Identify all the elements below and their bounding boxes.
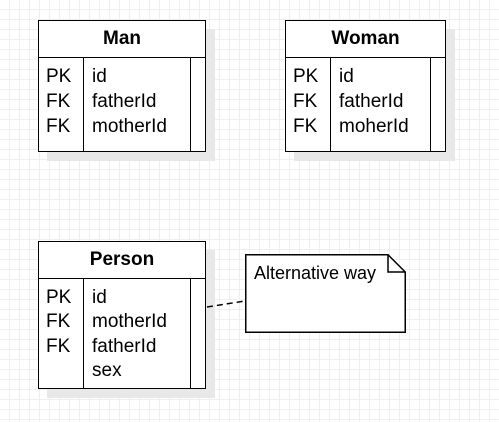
- key-label: PK: [293, 66, 319, 87]
- key-label: FK: [46, 336, 71, 357]
- field-label: fatherId: [339, 91, 404, 112]
- field-label: motherId: [92, 116, 167, 137]
- end-column: [190, 279, 205, 388]
- note-alternative-way[interactable]: Alternative way: [245, 254, 406, 333]
- key-label: PK: [46, 287, 72, 308]
- table-man[interactable]: Man PK id FK fatherId FK motherId: [38, 20, 206, 152]
- table-body: PK id FK fatherId FK moherId: [286, 58, 445, 151]
- table-title: Man: [39, 21, 205, 58]
- table-body: PK id FK motherId FK fatherId sex: [39, 279, 205, 388]
- key-label: FK: [46, 311, 71, 332]
- end-column: [430, 58, 445, 151]
- table-body: PK id FK fatherId FK motherId: [39, 58, 205, 151]
- field-label: fatherId: [92, 336, 157, 357]
- field-label: sex: [92, 360, 122, 381]
- key-label: FK: [46, 91, 71, 112]
- field-label: motherId: [92, 311, 167, 332]
- note-shape: [245, 254, 406, 333]
- key-label: FK: [46, 116, 71, 137]
- key-column: [286, 58, 331, 151]
- field-label: id: [92, 66, 107, 87]
- field-label: id: [339, 66, 354, 87]
- key-label: FK: [293, 91, 318, 112]
- key-column: [39, 58, 84, 151]
- end-column: [190, 58, 205, 151]
- table-woman[interactable]: Woman PK id FK fatherId FK moherId: [285, 20, 446, 152]
- field-label: id: [92, 287, 107, 308]
- table-title: Person: [39, 242, 205, 279]
- table-title: Woman: [286, 21, 445, 58]
- field-label: moherId: [339, 116, 409, 137]
- table-person[interactable]: Person PK id FK motherId FK fatherId sex: [38, 241, 206, 389]
- key-label: PK: [46, 66, 72, 87]
- note-text: Alternative way: [254, 263, 377, 283]
- key-label: FK: [293, 116, 318, 137]
- key-column: [39, 279, 84, 388]
- field-label: fatherId: [92, 91, 157, 112]
